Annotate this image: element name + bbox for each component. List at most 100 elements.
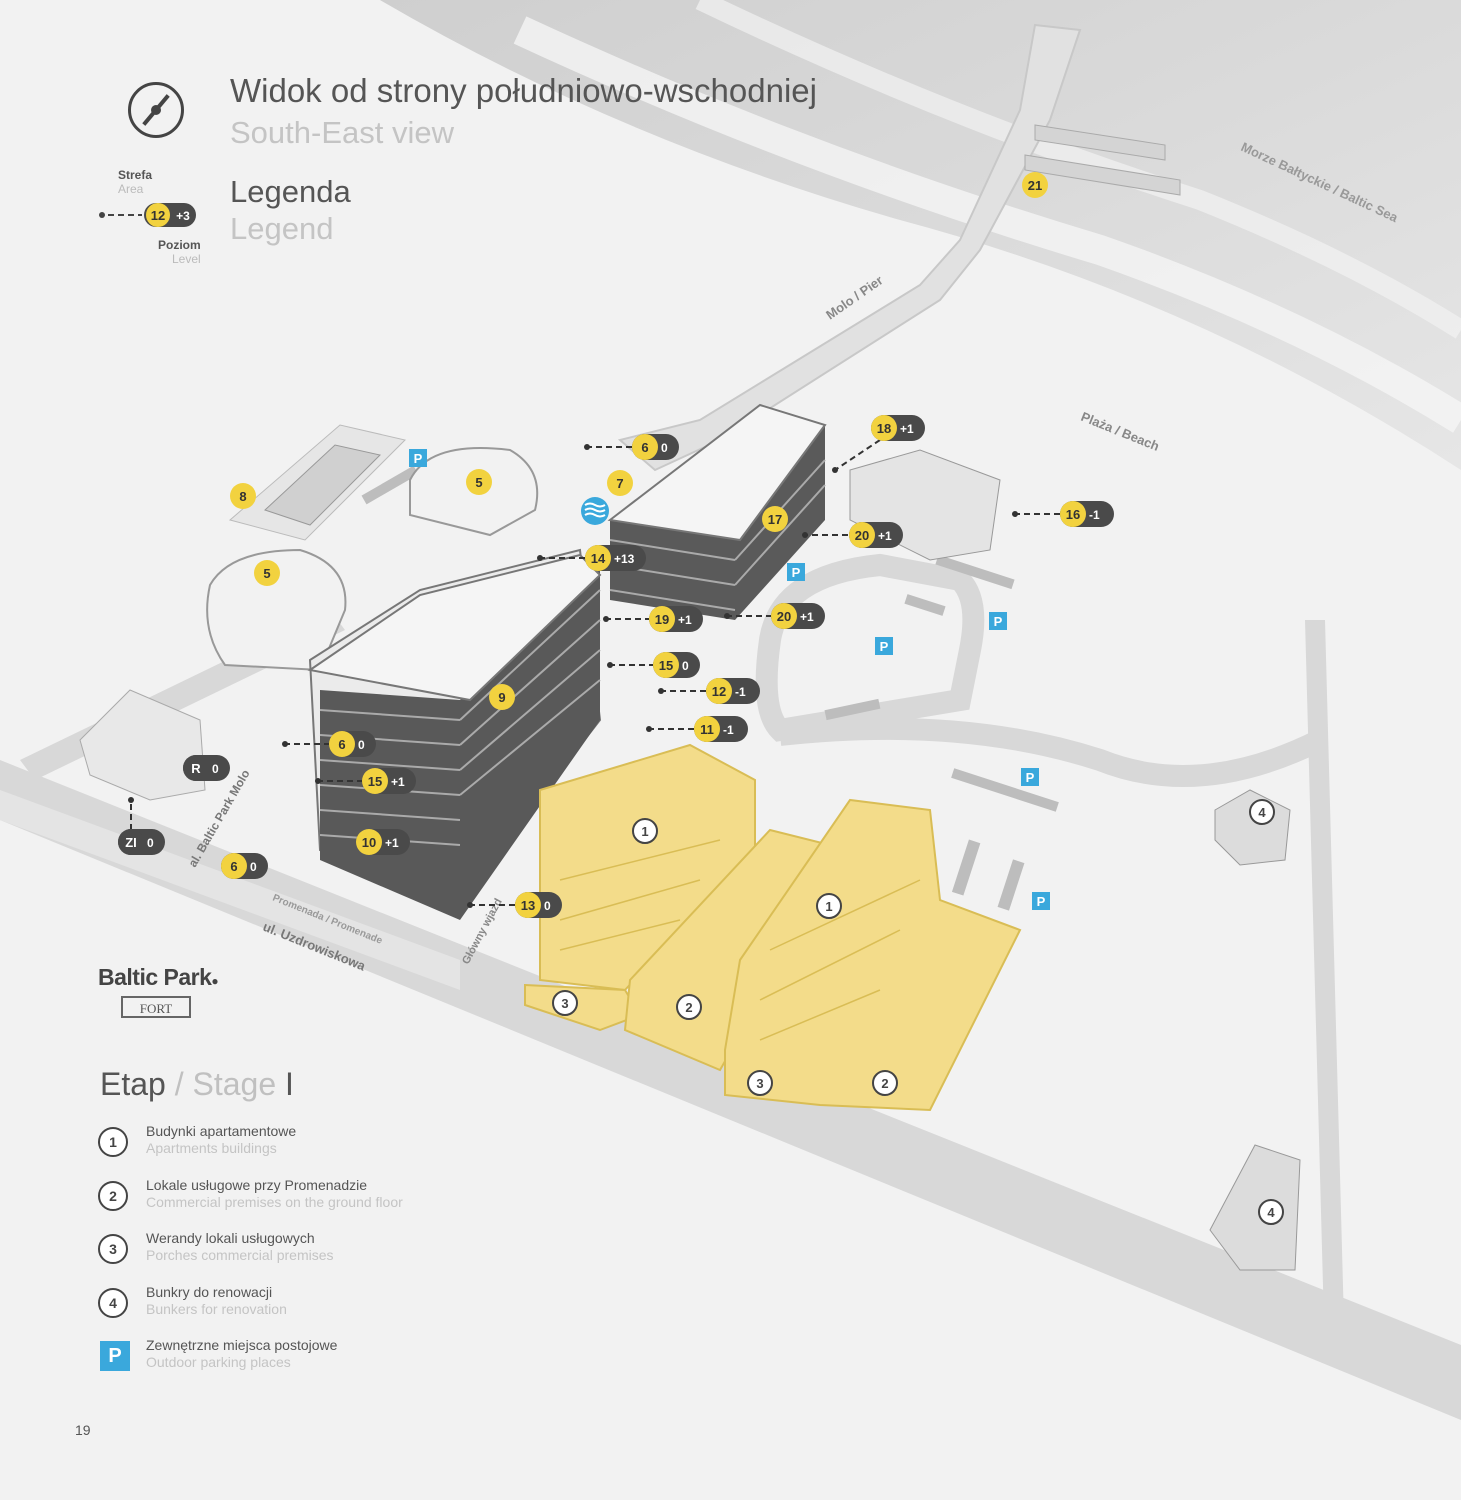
svg-text:P: P bbox=[792, 565, 801, 580]
badge-area-number: 20 bbox=[855, 528, 869, 543]
badge-area-circle bbox=[362, 768, 388, 794]
stage-marker[interactable]: 1 bbox=[632, 818, 658, 844]
badge-leader-dot bbox=[1012, 511, 1018, 517]
area-badge[interactable]: 5 bbox=[254, 560, 280, 586]
badge-area-number: 6 bbox=[230, 859, 237, 874]
stage-marker-number: 3 bbox=[561, 996, 568, 1011]
badge-area-number: 21 bbox=[1028, 178, 1042, 193]
badge-area-circle bbox=[653, 652, 679, 678]
area-badge[interactable]: 20+1 bbox=[849, 522, 903, 548]
area-badge[interactable]: 17 bbox=[762, 506, 788, 532]
parking-icon[interactable]: P bbox=[787, 563, 805, 581]
stage-legend-text-pl: Werandy lokali usługowych bbox=[146, 1230, 315, 1246]
stage-marker-number: 2 bbox=[881, 1076, 888, 1091]
badge-area-circle bbox=[649, 606, 675, 632]
area-badge[interactable]: 18 +1 bbox=[871, 415, 925, 441]
badge-level: 0 bbox=[682, 659, 689, 673]
parking-icon[interactable]: P bbox=[409, 449, 427, 467]
badge-area-circle bbox=[356, 829, 382, 855]
badge-leader-dot bbox=[724, 613, 730, 619]
legend-area-label: Strefa bbox=[118, 168, 153, 182]
badge-leader-dot bbox=[282, 741, 288, 747]
stage-legend-text-en: Commercial premises on the ground floor bbox=[146, 1194, 403, 1210]
stage-marker[interactable]: 3 bbox=[552, 990, 578, 1016]
svg-text:P: P bbox=[414, 451, 423, 466]
badge-area-circle bbox=[871, 415, 897, 441]
badge-area-circle bbox=[607, 470, 633, 496]
badge-level: +1 bbox=[678, 613, 692, 627]
stage-marker[interactable]: 1 bbox=[816, 893, 842, 919]
svg-text:P: P bbox=[994, 614, 1003, 629]
area-badge[interactable]: 12-1 bbox=[706, 678, 760, 704]
stage-legend-text-en: Porches commercial premises bbox=[146, 1247, 334, 1263]
building-9-floors bbox=[319, 589, 601, 846]
stage-block-east bbox=[724, 798, 1022, 1112]
badge-area-number: 20 bbox=[777, 609, 791, 624]
stage-marker[interactable]: 3 bbox=[747, 1070, 773, 1096]
pier-dock bbox=[1034, 124, 1166, 161]
badge-area-number: 7 bbox=[616, 476, 623, 491]
stage-marker-number: 1 bbox=[641, 824, 648, 839]
badge-area-number: R bbox=[191, 761, 201, 776]
badge-area-number: 16 bbox=[1066, 507, 1080, 522]
badge-area-number: 10 bbox=[362, 835, 376, 850]
badge-area-number: 18 bbox=[877, 421, 891, 436]
badge-level: -1 bbox=[1089, 508, 1100, 522]
badge-area-number: 15 bbox=[368, 774, 382, 789]
map-label-beach: Plaża / Beach bbox=[1079, 409, 1162, 454]
road-east bbox=[1305, 620, 1345, 1360]
area-badge[interactable]: 21 bbox=[1022, 172, 1048, 198]
area-badge[interactable]: 8 bbox=[230, 483, 256, 509]
stage-legend-text-en: Outdoor parking places bbox=[146, 1354, 291, 1370]
area-badge[interactable]: 14+13 bbox=[585, 545, 646, 571]
area-badge[interactable]: 15 +1 bbox=[362, 768, 416, 794]
compass-icon bbox=[128, 82, 184, 138]
stage-marker[interactable]: 4 bbox=[1258, 1199, 1284, 1225]
badge-leader-dot bbox=[832, 467, 838, 473]
area-badge[interactable]: 20+1 bbox=[771, 603, 825, 629]
area-badge[interactable]: 10+1 bbox=[356, 829, 410, 855]
parking-icon[interactable]: P bbox=[875, 637, 893, 655]
area-badge[interactable]: 11-1 bbox=[694, 716, 748, 742]
legend-level-label: Poziom bbox=[158, 238, 201, 252]
stage-number-marker: 1 bbox=[98, 1127, 128, 1157]
area-badge[interactable]: 16 -1 bbox=[1060, 501, 1114, 527]
badge-area-number: 5 bbox=[475, 475, 482, 490]
parking-icon[interactable]: P bbox=[1032, 892, 1050, 910]
badge-area-number: 14 bbox=[591, 551, 606, 566]
badge-level: +1 bbox=[391, 775, 405, 789]
badge-level: 0 bbox=[147, 836, 154, 850]
area-badge[interactable]: 5 bbox=[466, 469, 492, 495]
legend-key-sample: 12 +3 bbox=[99, 203, 196, 227]
parking-icon[interactable]: P bbox=[989, 612, 1007, 630]
stage-marker[interactable]: 2 bbox=[872, 1070, 898, 1096]
stage-marker-number: 3 bbox=[756, 1076, 763, 1091]
badge-level: +1 bbox=[900, 422, 914, 436]
badge-area-circle bbox=[1060, 501, 1086, 527]
badge-area-circle bbox=[329, 731, 355, 757]
pier-dock bbox=[1024, 154, 1181, 196]
parking-icon[interactable]: P bbox=[1021, 768, 1039, 786]
area-badge[interactable]: 9 bbox=[489, 684, 515, 710]
area-badge[interactable]: 7 bbox=[607, 470, 633, 496]
badge-area-number: 5 bbox=[263, 566, 270, 581]
badge-area-circle bbox=[254, 560, 280, 586]
badge-level: 0 bbox=[212, 762, 219, 776]
badge-area-circle bbox=[466, 469, 492, 495]
stage-marker[interactable]: 2 bbox=[676, 994, 702, 1020]
stage-marker-number: 2 bbox=[685, 1000, 692, 1015]
stage-marker[interactable]: 4 bbox=[1249, 799, 1275, 825]
badge-area-number: 8 bbox=[239, 489, 246, 504]
area-badge[interactable]: 19+1 bbox=[649, 606, 703, 632]
road-curve bbox=[778, 717, 1325, 787]
